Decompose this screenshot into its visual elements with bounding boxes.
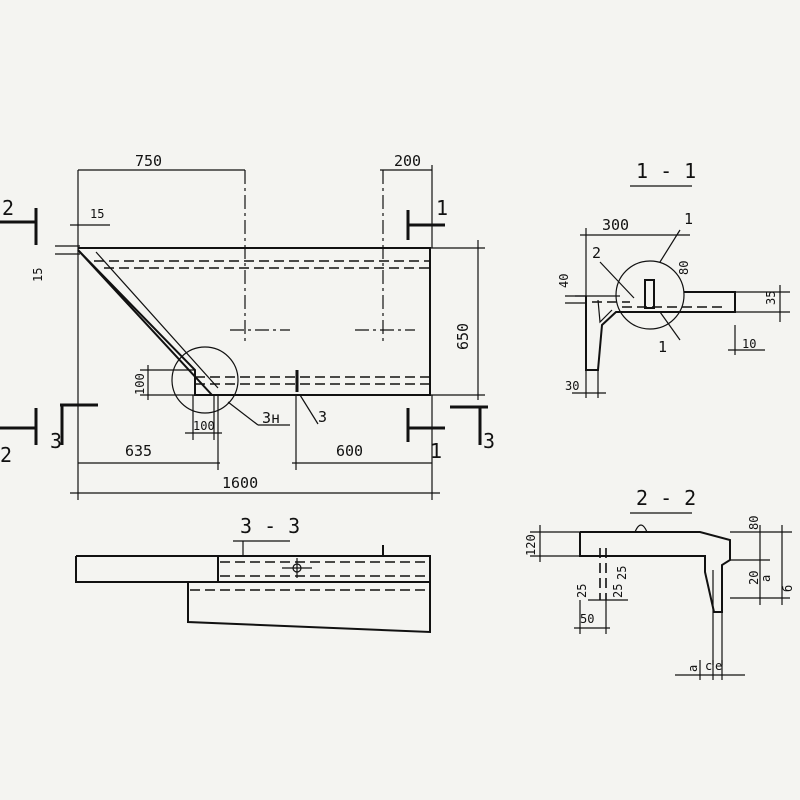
plan-detail-circle <box>171 346 239 414</box>
dim-2-2-notch-c: 25 <box>611 584 625 598</box>
section-1-1-profile <box>585 291 736 371</box>
svg-text:2: 2 <box>2 196 14 220</box>
plan-view: 750 200 15 15 650 100 100 635 600 <box>0 152 495 500</box>
plan-diagonal <box>77 249 213 396</box>
dim-1-1-lip: 35 <box>764 291 778 305</box>
cut-mark-3-right: 3 <box>450 405 495 453</box>
cut-mark-2-top: 2 <box>0 196 38 245</box>
section-3-3-title: 3 - 3 <box>240 514 300 538</box>
callout-1-1-top: 1 <box>684 210 693 228</box>
callout-1-1-bottom: 1 <box>658 338 667 356</box>
section-1-1-title: 1 - 1 <box>636 159 696 183</box>
callout-item: 3 <box>318 408 327 426</box>
dim-strip-height: 100 <box>133 373 147 395</box>
section-1-1: 1 - 1 300 40 80 35 10 30 1 2 1 <box>557 159 790 398</box>
section-3-3: 3 - 3 <box>75 514 431 634</box>
cut-mark-2-bottom: 2 <box>0 408 38 467</box>
dim-2-2-mid: 20 <box>747 571 761 585</box>
dim-height: 650 <box>454 323 472 350</box>
dim-2-2-notch-b: 25 <box>575 584 589 598</box>
dim-bottom-left: 635 <box>125 442 152 460</box>
dim-corner-offset: 15 <box>90 207 104 221</box>
cut-mark-1-bottom: 1 <box>406 408 445 463</box>
svg-text:2: 2 <box>0 443 12 467</box>
dim-2-2-thickness: 120 <box>524 534 538 556</box>
dim-1-1-width: 300 <box>602 216 629 234</box>
dim-1-1-step: 10 <box>742 337 756 351</box>
dim-1-1-rise: 40 <box>557 274 571 288</box>
dim-2-2-b: б <box>781 585 795 592</box>
plan-outline <box>77 247 431 396</box>
dim-top-left: 750 <box>135 152 162 170</box>
dim-left-offset: 15 <box>31 268 45 282</box>
cut-mark-3-left: 3 <box>50 403 98 453</box>
svg-text:3: 3 <box>483 429 495 453</box>
section-1-1-detail-circle <box>615 260 685 330</box>
svg-text:3: 3 <box>50 429 62 453</box>
callout-1-1-left: 2 <box>592 244 601 262</box>
dim-2-2-base: 50 <box>580 612 594 626</box>
dim-top-right: 200 <box>394 152 421 170</box>
section-3-3-top-slab <box>75 555 431 583</box>
dim-2-2-top: 80 <box>747 516 761 530</box>
dim-strip-width: 100 <box>193 419 215 433</box>
section-1-1-pin <box>644 279 655 309</box>
dim-1-1-wall: 30 <box>565 379 579 393</box>
svg-text:1: 1 <box>430 439 442 463</box>
svg-text:1: 1 <box>436 196 448 220</box>
section-3-3-lower-beam <box>187 582 431 634</box>
dim-overall: 1600 <box>222 474 258 492</box>
dim-1-1-pin: 80 <box>677 261 691 275</box>
section-2-2: 2 - 2 120 80 20 a б 25 25 25 50 a <box>524 486 795 680</box>
dim-2-2-bottom-c: c <box>705 659 712 673</box>
plan-diagonal-inner <box>95 251 219 389</box>
dim-bottom-right: 600 <box>336 442 363 460</box>
dim-2-2-notch-a: 25 <box>615 566 629 580</box>
cut-mark-1-top: 1 <box>406 196 448 240</box>
dim-2-2-bottom-e: e <box>715 659 722 673</box>
section-2-2-title: 2 - 2 <box>636 486 696 510</box>
dim-2-2-bottom-a: a <box>686 665 700 672</box>
callout-node: 3н <box>262 409 280 427</box>
dim-2-2-a: a <box>759 575 773 582</box>
